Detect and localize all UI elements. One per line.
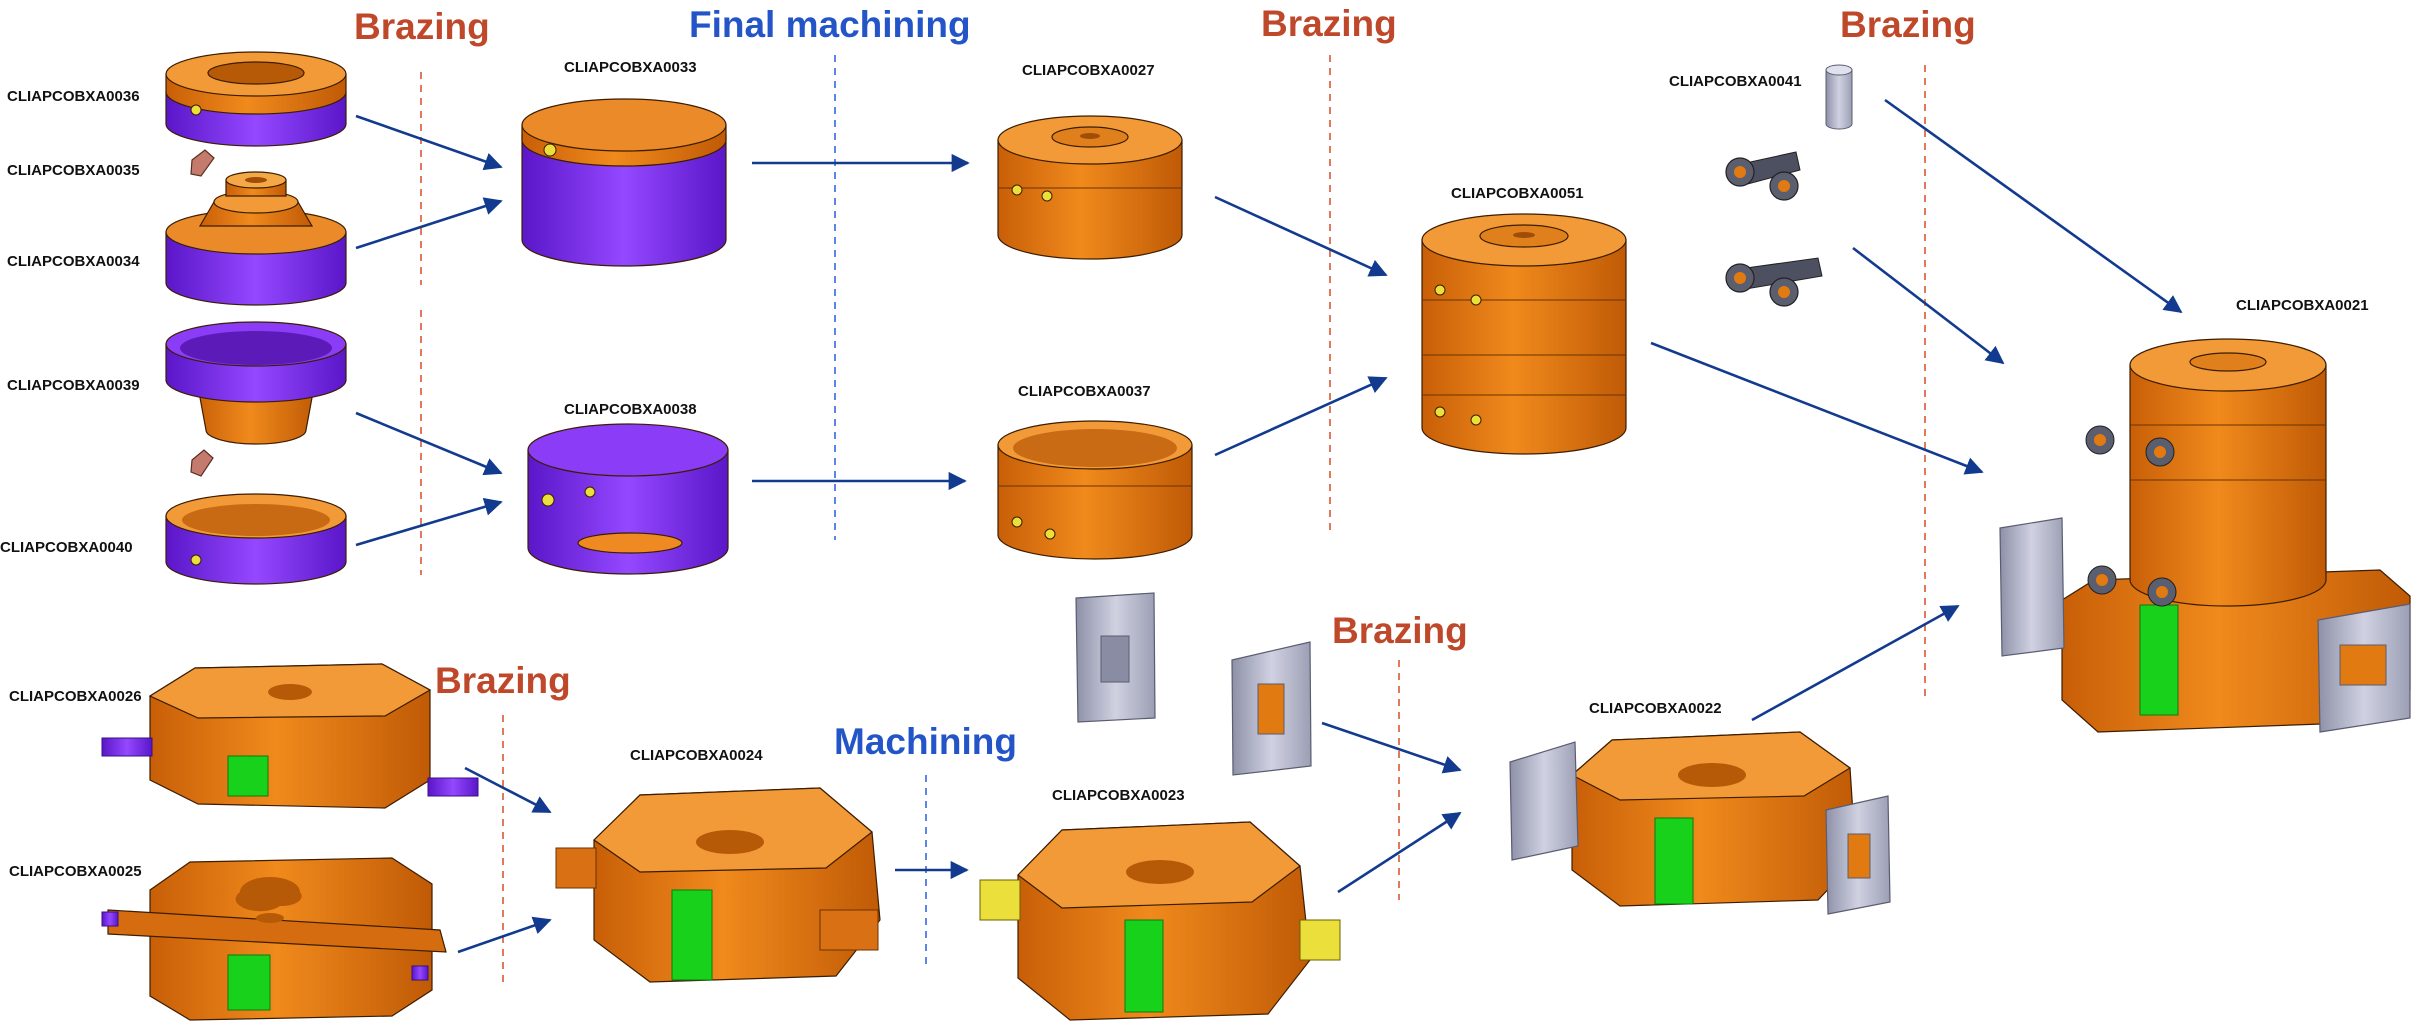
waveguide-flange xyxy=(1231,641,1312,776)
part-cliapcobxa0035 xyxy=(190,149,215,177)
part-cliapcobxa0022 xyxy=(1509,731,1891,915)
flow-arrow xyxy=(355,197,503,250)
part-cliapcobxa0034 xyxy=(165,171,347,306)
step-label-brazing: Brazing xyxy=(354,6,490,47)
flow-arrow xyxy=(1650,341,1984,475)
part-label: CLIAPCOBXA0024 xyxy=(630,747,763,764)
part-label: CLIAPCOBXA0021 xyxy=(2236,297,2369,314)
part-label: CLIAPCOBXA0023 xyxy=(1052,787,1185,804)
flow-arrow xyxy=(1852,246,2005,365)
connector-pair xyxy=(1725,151,1801,201)
part-label: CLIAPCOBXA0026 xyxy=(9,688,142,705)
part-cliapcobxa0036 xyxy=(165,51,347,147)
part-cliapcobxa0040 xyxy=(165,449,347,585)
flow-arrow xyxy=(355,497,503,547)
part-label: CLIAPCOBXA0036 xyxy=(7,88,140,105)
part-cliapcobxa0038 xyxy=(527,423,729,575)
part-cliapcobxa0041 xyxy=(1825,64,1853,130)
flow-arrow xyxy=(355,114,503,171)
part-label: CLIAPCOBXA0025 xyxy=(9,863,142,880)
connector-pair xyxy=(1725,257,1823,307)
part-label: CLIAPCOBXA0034 xyxy=(7,253,140,270)
flow-arrow xyxy=(1321,721,1462,774)
part-label: CLIAPCOBXA0027 xyxy=(1022,62,1155,79)
part-cliapcobxa0021 xyxy=(1999,338,2411,733)
flow-arrow xyxy=(464,766,552,814)
step-label-brazing: Brazing xyxy=(1840,4,1976,45)
step-label-machining: Machining xyxy=(834,721,1017,762)
flow-arrow xyxy=(1884,98,2183,314)
part-cliapcobxa0025 xyxy=(101,857,447,1021)
part-label: CLIAPCOBXA0035 xyxy=(7,162,140,179)
part-label: CLIAPCOBXA0040 xyxy=(0,539,133,556)
part-cliapcobxa0023 xyxy=(979,821,1341,1021)
flow-arrow xyxy=(1214,195,1388,277)
waveguide-flange xyxy=(1075,592,1156,723)
flow-arrow xyxy=(1751,604,1960,722)
part-cliapcobxa0024 xyxy=(555,787,881,983)
step-label-brazing: Brazing xyxy=(1332,610,1468,651)
flow-arrow xyxy=(1337,811,1462,894)
part-cliapcobxa0026 xyxy=(101,663,479,809)
part-label: CLIAPCOBXA0041 xyxy=(1669,73,1802,90)
step-label-brazing: Brazing xyxy=(1261,3,1397,44)
step-label-final-machining: Final machining xyxy=(689,4,971,45)
step-label-brazing: Brazing xyxy=(435,660,571,701)
part-cliapcobxa0037 xyxy=(997,420,1193,560)
part-label: CLIAPCOBXA0039 xyxy=(7,377,140,394)
flow-arrow xyxy=(1214,376,1388,457)
part-cliapcobxa0039 xyxy=(165,321,347,445)
part-label: CLIAPCOBXA0038 xyxy=(564,401,697,418)
part-label: CLIAPCOBXA0051 xyxy=(1451,185,1584,202)
flow-arrow xyxy=(355,411,503,476)
part-label: CLIAPCOBXA0033 xyxy=(564,59,697,76)
flow-arrow xyxy=(457,916,552,954)
part-cliapcobxa0033 xyxy=(521,98,727,267)
part-cliapcobxa0051 xyxy=(1421,213,1627,455)
part-label: CLIAPCOBXA0022 xyxy=(1589,700,1722,717)
part-label: CLIAPCOBXA0037 xyxy=(1018,383,1151,400)
part-cliapcobxa0027 xyxy=(997,115,1183,260)
